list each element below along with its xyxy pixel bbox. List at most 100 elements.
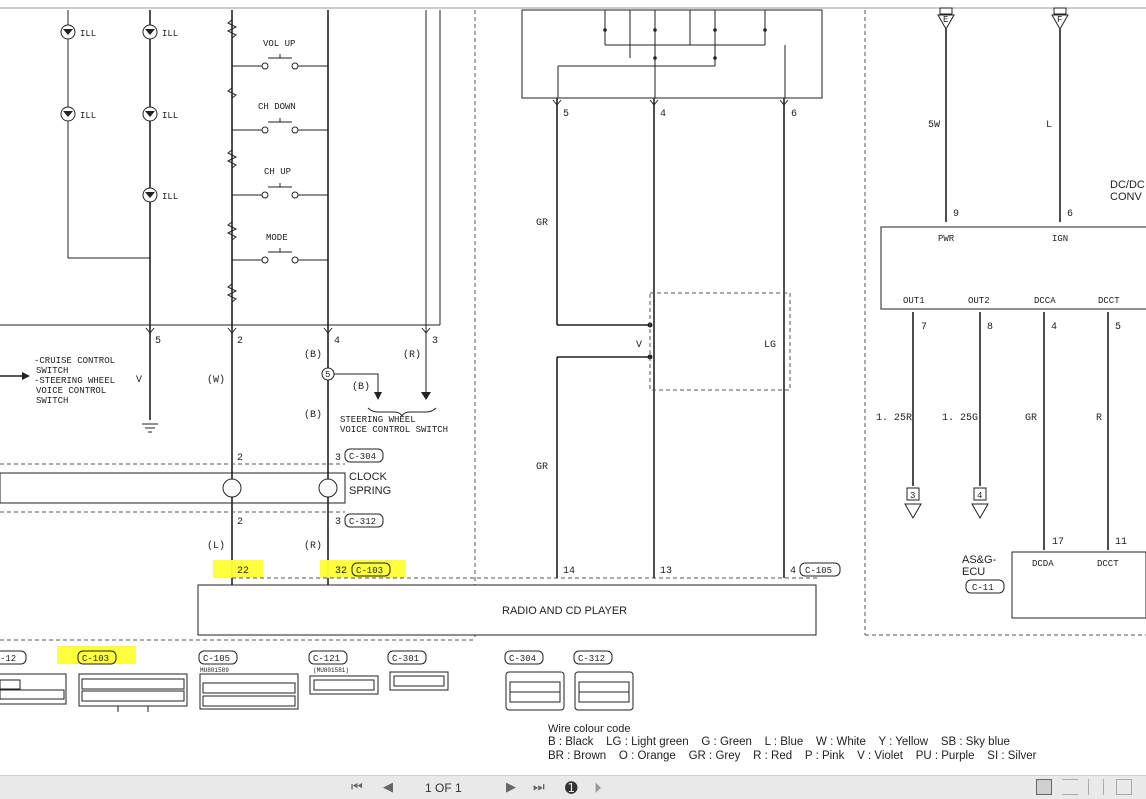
svg-text:ILL: ILL	[162, 192, 178, 202]
svg-text:OUT1: OUT1	[903, 296, 925, 306]
svg-text:C-103: C-103	[356, 566, 383, 576]
svg-text:4: 4	[790, 566, 796, 577]
svg-text:VOICE CONTROL SWITCH: VOICE CONTROL SWITCH	[340, 425, 448, 435]
svg-text:C-304: C-304	[349, 452, 376, 462]
document-viewport[interactable]: VOL UP CH DOWN CH UP MODE ILL ILL ILL IL…	[0, 0, 1146, 775]
svg-text:SPRING: SPRING	[349, 485, 391, 497]
svg-text:DCCA: DCCA	[1034, 296, 1056, 306]
connector-c301: C-301	[387, 650, 449, 691]
svg-text:DCCT: DCCT	[1097, 559, 1119, 569]
svg-text:3: 3	[335, 517, 341, 528]
wire-colour-legend: Wire colour code B : Black LG : Light gr…	[548, 723, 1037, 762]
page-indicator[interactable]: 1 OF 1	[425, 781, 462, 795]
led-ill-1: ILL	[60, 24, 96, 40]
svg-text:1. 25R: 1. 25R	[876, 413, 912, 424]
two-page-view-icon[interactable]	[1088, 779, 1104, 795]
svg-text:V: V	[636, 340, 642, 351]
svg-text:B : Black LG : Light green: B : Black LG : Light green G : Green L :…	[548, 736, 1010, 748]
radio-cd-player-label: RADIO AND CD PLAYER	[502, 605, 627, 617]
connector-c12: -12	[0, 650, 67, 705]
wiring-diagram: VOL UP CH DOWN CH UP MODE ILL ILL ILL IL…	[0, 7, 1146, 762]
svg-text:PWR: PWR	[938, 234, 955, 244]
svg-text:3: 3	[910, 491, 915, 501]
svg-text:2: 2	[237, 453, 243, 464]
svg-text:(B): (B)	[304, 409, 322, 421]
switch-ch-down: CH DOWN	[232, 102, 328, 134]
svg-text:(R): (R)	[403, 349, 421, 361]
continuous-view-icon[interactable]	[1062, 779, 1078, 795]
connector-c121: C-121 (MU801581)	[308, 650, 379, 695]
svg-text:8: 8	[987, 322, 993, 333]
svg-text:4: 4	[977, 491, 982, 501]
svg-text:LG: LG	[764, 340, 776, 351]
svg-text:11: 11	[1115, 537, 1127, 548]
next-page-icon[interactable]: ▶	[506, 780, 516, 795]
svg-text:V: V	[136, 375, 142, 386]
svg-text:7: 7	[921, 322, 927, 333]
svg-text:GR: GR	[1025, 413, 1037, 424]
svg-text:-CRUISE CONTROL: -CRUISE CONTROL	[34, 356, 115, 366]
svg-text:4: 4	[334, 336, 340, 347]
svg-text:IGN: IGN	[1052, 234, 1068, 244]
svg-text:(B): (B)	[352, 381, 370, 393]
svg-text:4: 4	[660, 109, 666, 120]
svg-text:14: 14	[563, 566, 575, 577]
last-page-icon[interactable]: ⏭	[533, 780, 545, 795]
grid-view-icon[interactable]	[1116, 779, 1132, 795]
clock-spring-label: CLOCK	[349, 471, 388, 483]
svg-text:5: 5	[325, 370, 330, 380]
svg-text:5: 5	[1115, 322, 1121, 333]
svg-text:-12: -12	[0, 654, 16, 664]
first-page-icon[interactable]: ⏮	[351, 780, 363, 795]
connector-c304: C-304	[504, 650, 565, 711]
svg-text:1. 25G: 1. 25G	[942, 413, 978, 424]
svg-text:6: 6	[1067, 209, 1073, 220]
led-ill-4: ILL	[142, 106, 178, 122]
svg-text:ILL: ILL	[80, 29, 96, 39]
svg-text:F: F	[1057, 15, 1062, 25]
svg-text:2: 2	[237, 336, 243, 347]
svg-text:AS&G-: AS&G-	[962, 554, 997, 566]
svg-text:DCCT: DCCT	[1098, 296, 1120, 306]
svg-text:5: 5	[563, 109, 569, 120]
svg-text:9: 9	[953, 209, 959, 220]
svg-text:E: E	[943, 15, 948, 25]
svg-text:17: 17	[1052, 537, 1064, 548]
switch-mode: MODE	[232, 233, 328, 264]
svg-text:(L): (L)	[207, 540, 225, 552]
previous-page-icon[interactable]: ◀	[383, 780, 393, 795]
svg-text:C-312: C-312	[578, 654, 605, 664]
svg-text:2: 2	[237, 517, 243, 528]
svg-text:Wire colour code: Wire colour code	[548, 723, 631, 735]
svg-text:6: 6	[791, 109, 797, 120]
led-ill-2: ILL	[142, 24, 178, 40]
forward-circle-icon[interactable]: ⏵	[594, 779, 602, 797]
back-circle-icon[interactable]: ➊	[565, 779, 578, 797]
svg-text:DCDA: DCDA	[1032, 559, 1054, 569]
svg-text:C-301: C-301	[392, 654, 419, 664]
svg-text:VOICE CONTROL: VOICE CONTROL	[36, 386, 106, 396]
svg-text:BR : Brown O : Orange GR: BR : Brown O : Orange GR : Grey R : Red …	[548, 750, 1037, 762]
highlight-c103-pin22	[213, 560, 263, 578]
single-page-view-icon[interactable]	[1036, 779, 1052, 795]
svg-text:4: 4	[1051, 322, 1057, 333]
switch-label: VOL UP	[263, 39, 295, 49]
connector-c103: C-103	[57, 646, 188, 712]
svg-text:3: 3	[432, 336, 438, 347]
connector-c105: C-105 MU801589	[198, 650, 299, 710]
svg-text:5W: 5W	[928, 120, 940, 131]
led-ill-3: ILL	[60, 106, 96, 122]
svg-text:C-312: C-312	[349, 517, 376, 527]
led-ill-5: ILL	[142, 187, 178, 203]
svg-text:22: 22	[237, 566, 249, 577]
svg-text:(R): (R)	[304, 540, 322, 552]
pdf-navigation-toolbar: ⏮ ◀ 1 OF 1 ▶ ⏭ ➊ ⏵	[0, 775, 1146, 799]
svg-text:ECU: ECU	[962, 566, 985, 578]
svg-text:C-105: C-105	[805, 566, 832, 576]
svg-text:STEERING WHEEL: STEERING WHEEL	[340, 415, 416, 425]
switch-ch-up: CH UP	[232, 167, 328, 199]
svg-text:SWITCH: SWITCH	[36, 366, 68, 376]
svg-text:C-121: C-121	[313, 654, 340, 664]
svg-text:ILL: ILL	[162, 111, 178, 121]
svg-text:GR: GR	[536, 218, 548, 229]
